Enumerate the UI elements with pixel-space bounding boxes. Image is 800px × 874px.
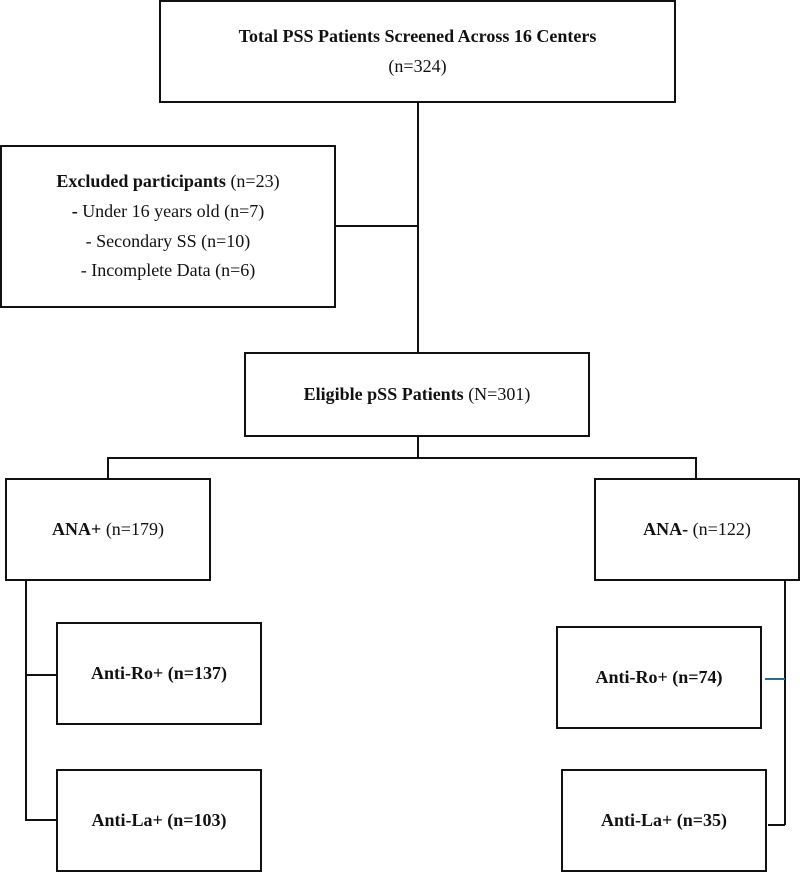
excluded-item-bullet: - — [80, 260, 92, 281]
ana-positive-anti-la-box: Anti-La+ (n=103) — [56, 769, 262, 872]
total-screened-box: Total PSS Patients Screened Across 16 Ce… — [159, 0, 676, 103]
excluded-item: - Under 16 years old (n=7) — [72, 197, 265, 227]
total-count: (n=324) — [388, 55, 447, 76]
ana-positive-anti-ro-label: Anti-Ro+ (n=137) — [90, 662, 227, 683]
connector-ana-neg-la — [768, 824, 785, 826]
connector-to-ana-neg — [695, 457, 697, 479]
connector-split — [107, 457, 697, 459]
excluded-box: Excluded participants (n=23) - Under 16 … — [0, 145, 336, 308]
excluded-item-text: Incomplete Data (n=6) — [91, 260, 256, 281]
excluded-item-bullet: - — [85, 230, 97, 251]
ana-positive-anti-ro-box: Anti-Ro+ (n=137) — [56, 622, 262, 725]
total-title: Total PSS Patients Screened Across 16 Ce… — [238, 25, 597, 46]
eligible-title: Eligible pSS Patients — [303, 383, 464, 404]
ana-negative-count: (n=122) — [688, 518, 751, 539]
connector-ana-neg-ro — [765, 678, 785, 680]
ana-positive-anti-la-label: Anti-La+ (n=103) — [91, 809, 227, 830]
excluded-count: (n=23) — [225, 171, 280, 192]
excluded-item-bullet: - — [71, 200, 83, 221]
ana-negative-title: ANA- — [643, 518, 689, 539]
connector-eligible-down — [417, 435, 419, 458]
connector-to-excluded — [334, 225, 418, 227]
connector-ana-pos-ro — [25, 674, 57, 676]
ana-positive-title: ANA+ — [52, 518, 102, 539]
ana-negative-anti-la-box: Anti-La+ (n=35) — [561, 769, 767, 872]
ana-negative-anti-ro-box: Anti-Ro+ (n=74) — [556, 626, 762, 729]
excluded-item-text: Secondary SS (n=10) — [96, 230, 251, 251]
ana-negative-box: ANA- (n=122) — [594, 478, 800, 581]
ana-positive-box: ANA+ (n=179) — [5, 478, 211, 581]
connector-total-to-eligible — [417, 101, 419, 353]
eligible-count: (N=301) — [463, 383, 531, 404]
connector-ana-pos-la — [25, 819, 57, 821]
excluded-title: Excluded participants — [56, 171, 226, 192]
connector-to-ana-pos — [107, 457, 109, 479]
excluded-item: - Secondary SS (n=10) — [86, 227, 251, 257]
eligible-box: Eligible pSS Patients (N=301) — [244, 352, 590, 437]
excluded-item-text: Under 16 years old (n=7) — [82, 200, 265, 221]
excluded-item: - Incomplete Data (n=6) — [81, 256, 256, 286]
connector-ana-pos-bracket — [25, 580, 27, 820]
connector-ana-neg-bracket — [784, 580, 786, 825]
ana-negative-anti-ro-label: Anti-Ro+ (n=74) — [595, 666, 723, 687]
excluded-heading: Excluded participants (n=23) — [56, 167, 279, 197]
ana-positive-count: (n=179) — [101, 518, 164, 539]
ana-negative-anti-la-label: Anti-La+ (n=35) — [600, 809, 728, 830]
